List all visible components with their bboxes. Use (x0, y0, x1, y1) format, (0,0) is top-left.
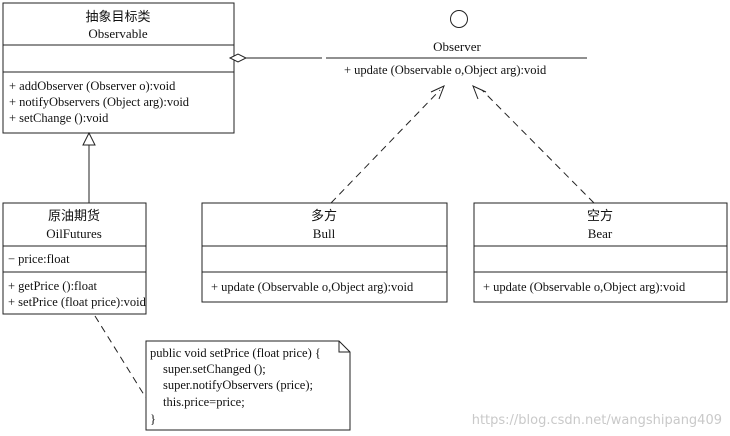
oil-futures-class (2, 202, 147, 315)
note-line: public void setPrice (float price) { (150, 346, 321, 360)
generalization-connector (82, 131, 96, 203)
note-anchor-line (94, 315, 147, 399)
bear-realization-connector (472, 85, 595, 204)
watermark: https://blog.csdn.net/wangshipang409 (472, 413, 722, 428)
open-arrow-icon (472, 85, 487, 100)
oil-futures-name: OilFutures (46, 226, 102, 241)
note-line: super.setChanged (); (163, 362, 266, 376)
bull-method: + update (Observable o,Object arg):void (211, 280, 414, 294)
oil-futures-stereotype: 原油期货 (48, 208, 100, 223)
bull-name: Bull (313, 226, 336, 241)
bull-class (201, 202, 448, 303)
interface-lollipop-icon (450, 10, 468, 28)
observable-method: + setChange ():void (9, 111, 109, 125)
bull-stereotype: 多方 (311, 208, 337, 223)
bull-realization-connector (330, 85, 445, 204)
observable-method: + addObserver (Observer o):void (9, 79, 176, 93)
bear-stereotype: 空方 (587, 208, 613, 223)
bear-method: + update (Observable o,Object arg):void (483, 280, 686, 294)
bear-name: Bear (588, 226, 613, 241)
code-note (145, 340, 351, 431)
observable-class (2, 2, 235, 134)
note-line: } (150, 412, 156, 426)
oil-futures-method: + setPrice (float price):void (8, 295, 147, 309)
aggregation-connector (228, 53, 322, 63)
oil-futures-method: + getPrice ():float (8, 279, 97, 293)
observable-method: + notifyObservers (Object arg):void (9, 95, 190, 109)
observable-name: Observable (88, 26, 147, 41)
observer-interface (326, 10, 587, 59)
open-arrow-icon (430, 85, 445, 100)
note-line: super.notifyObservers (price); (163, 378, 313, 392)
observer-method: + update (Observable o,Object arg):void (344, 63, 547, 77)
observer-name: Observer (433, 39, 481, 54)
bear-class (473, 202, 728, 303)
note-line: this.price=price; (163, 395, 245, 409)
oil-futures-attribute: − price:float (8, 252, 70, 266)
observable-stereotype: 抽象目标类 (85, 9, 150, 24)
inheritance-arrow-icon (82, 131, 96, 146)
